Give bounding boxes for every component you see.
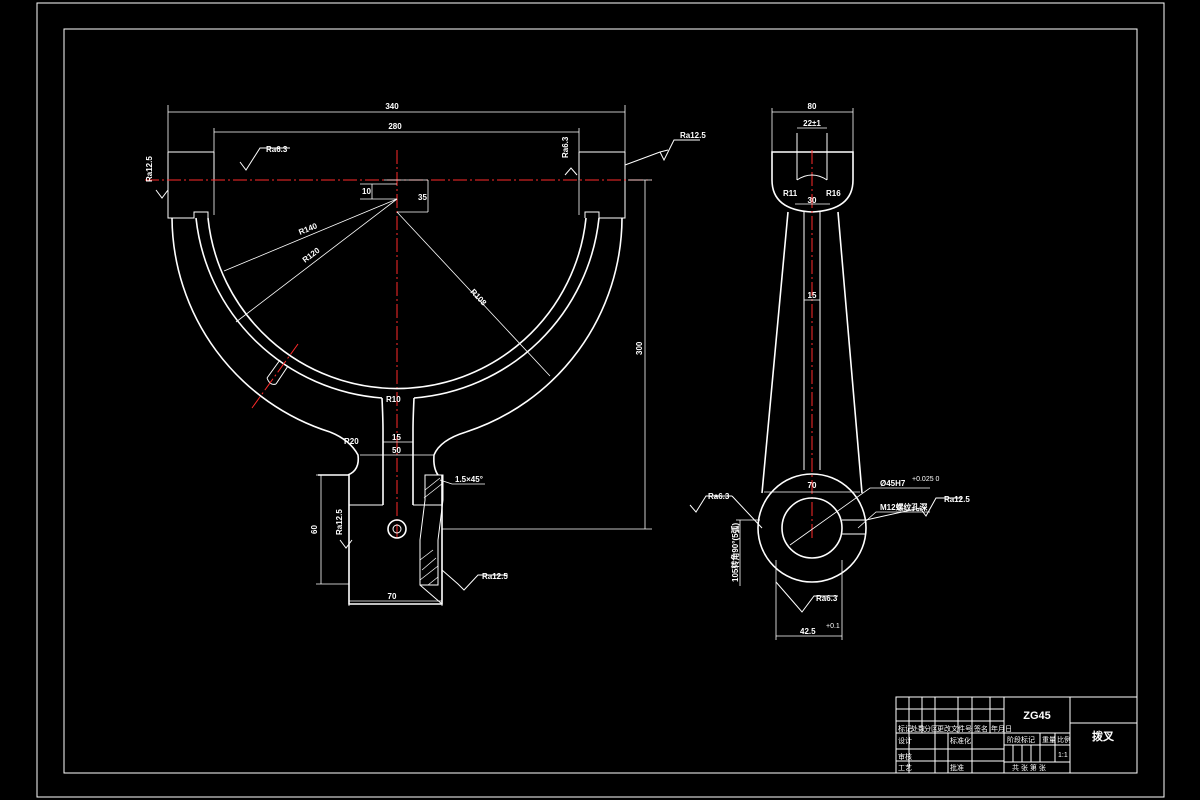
tb-col-zone: 分区 [924,724,938,733]
dim-side-width: 80 [808,102,817,111]
front-view: 340 280 [145,102,706,606]
dim-side-bottom: 42.5 [800,627,816,636]
dim-side-bottom-tol: +0.1 [826,623,840,630]
tb-approve: 批准 [950,763,964,772]
tb-sheet-label: 共 张 第 张 [1012,763,1046,772]
dim-35: 35 [418,193,427,202]
roughness-left-top: Ra6.3 [266,145,288,154]
dim-inner-width: 280 [388,122,402,131]
tb-col-change: 更改文件号 [937,724,972,733]
title-block: 标记 处数 分区 更改文件号 签名 年月日 设计 标准化 审核 工艺 批准 ZG… [895,696,1138,774]
tb-col-mark: 标记 [898,724,912,733]
roughness-side-right: Ra12.5 [944,495,970,504]
dim-side-stem: 15 [808,291,817,300]
dim-overall-width: 340 [385,102,399,111]
tb-stage-label: 阶段标记 [1007,735,1035,744]
dim-r-inner: R108 [469,287,489,308]
dim-rf-mid: R20 [344,437,359,446]
tb-col-date: 年月日 [991,724,1012,733]
dim-10: 10 [362,187,371,196]
tb-row-craft: 工艺 [898,764,912,772]
dim-side-r11: R11 [783,189,798,198]
dim-stem-50: 50 [392,446,401,455]
dim-bore: Ø45H7 [880,479,906,488]
roughness-base-left: Ra12.5 [335,509,344,535]
dim-height-60: 60 [310,525,319,534]
base-hole [387,519,407,539]
tb-std: 标准化 [950,736,971,745]
roughness-top-slot: Ra6.3 [561,136,570,158]
tb-scale-value: 1:1 [1058,752,1068,759]
tb-weight-label: 重量 [1042,736,1056,744]
dim-thread: M12螺纹孔深 [880,502,928,512]
tb-part-name: 拨叉 [1092,729,1115,743]
dim-side-70: 70 [808,481,817,490]
roughness-side-left: Ra6.3 [708,492,730,501]
tb-material: ZG45 [1023,710,1051,722]
roughness-side-bottom: Ra6.3 [816,594,838,603]
side-view: 80 22±1 R11 R16 30 15 70 Ø45H7 +0.025 0 … [689,102,970,640]
dim-rf-small: R10 [386,395,401,404]
dim-side-note: 105转角90°(5弧) [730,522,740,582]
dim-height-300: 300 [635,341,644,355]
roughness-right-top: Ra12.5 [680,131,706,140]
dim-stem-15: 15 [392,433,401,442]
tb-col-count: 处数 [911,724,925,733]
dim-bore-tol: +0.025 0 [912,476,940,483]
dim-base-70: 70 [388,592,397,601]
dim-side-30: 30 [808,196,817,205]
sheet-outer-border [36,2,1165,798]
tb-scale-label: 比例 [1057,735,1071,744]
dim-r-mid: R120 [301,246,322,265]
dim-side-slot: 22±1 [803,119,821,128]
dim-side-r16: R16 [826,189,841,198]
roughness-base-right: Ra12.5 [482,572,508,581]
tb-col-sign: 签名 [974,724,988,733]
dim-chamfer: 1.5×45° [455,475,483,484]
sheet-inner-border [63,28,1138,774]
tb-row-design: 设计 [898,736,912,745]
tb-row-check: 审核 [898,752,912,761]
bore-circle [781,497,843,559]
roughness-left-side: Ra12.5 [145,156,154,182]
dim-r-outer: R140 [297,221,319,237]
